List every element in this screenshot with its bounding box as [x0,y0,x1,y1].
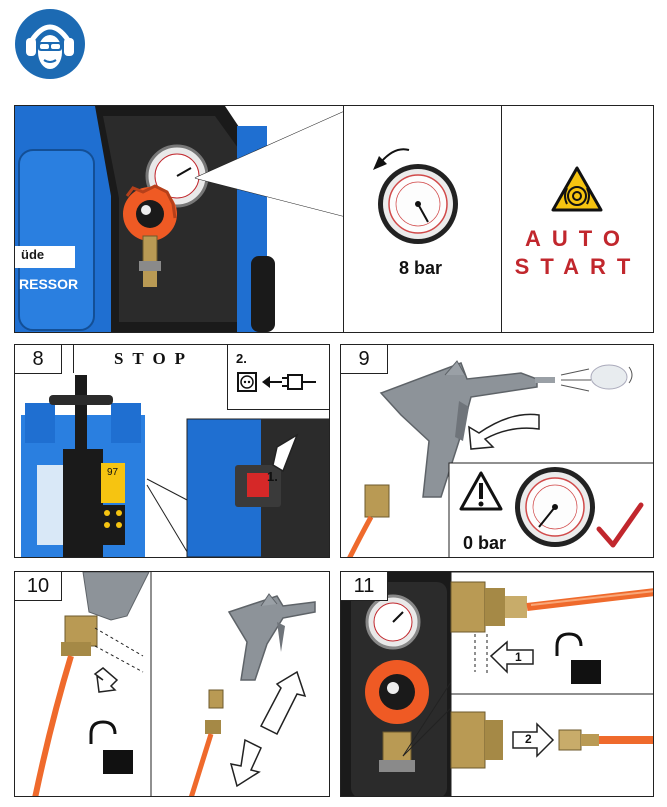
auto-text: AUTO [525,226,631,251]
step-number: 9 [341,345,388,374]
step-number: 11 [341,572,388,601]
arrow-1-label: 1 [515,650,522,664]
panel-step-8-stop: 8 STOP 2. 1. 97 [14,344,330,558]
safety-sign-ear-eye-protection-icon [14,8,86,80]
gauge-8bar-section: 8 bar [343,106,502,332]
arrow-2-label: 2 [525,732,532,746]
step-number: 10 [15,572,62,601]
gauge-value-label: 8 bar [399,258,443,278]
auto-start-warning-icon [551,166,603,212]
step-1-label: 1. [267,469,278,484]
start-text: START [514,254,642,279]
step-number: 8 [15,345,62,374]
panel-step-11-connect-hose: 11 1 2 [340,571,654,797]
panel-step-10-disconnect-gun: 10 [14,571,330,797]
stop-label: STOP [73,345,234,373]
gauge-value-label: 0 bar [463,533,507,553]
unplug-icon [237,372,316,392]
model-label: RESSOR [19,276,79,292]
unplug-instruction-box: 2. [227,345,329,410]
step-2-label: 2. [236,351,247,366]
panel-step-9-release-air: 9 0 bar [340,344,654,558]
brand-label: üde [21,247,45,262]
auto-start-section: AUTO START [501,106,653,332]
badge-value: 97 [107,467,119,478]
panel-pressure-autostart: üde RESSOR 8 bar AUTO START [14,105,654,333]
compressor-photo: üde RESSOR [15,106,344,332]
